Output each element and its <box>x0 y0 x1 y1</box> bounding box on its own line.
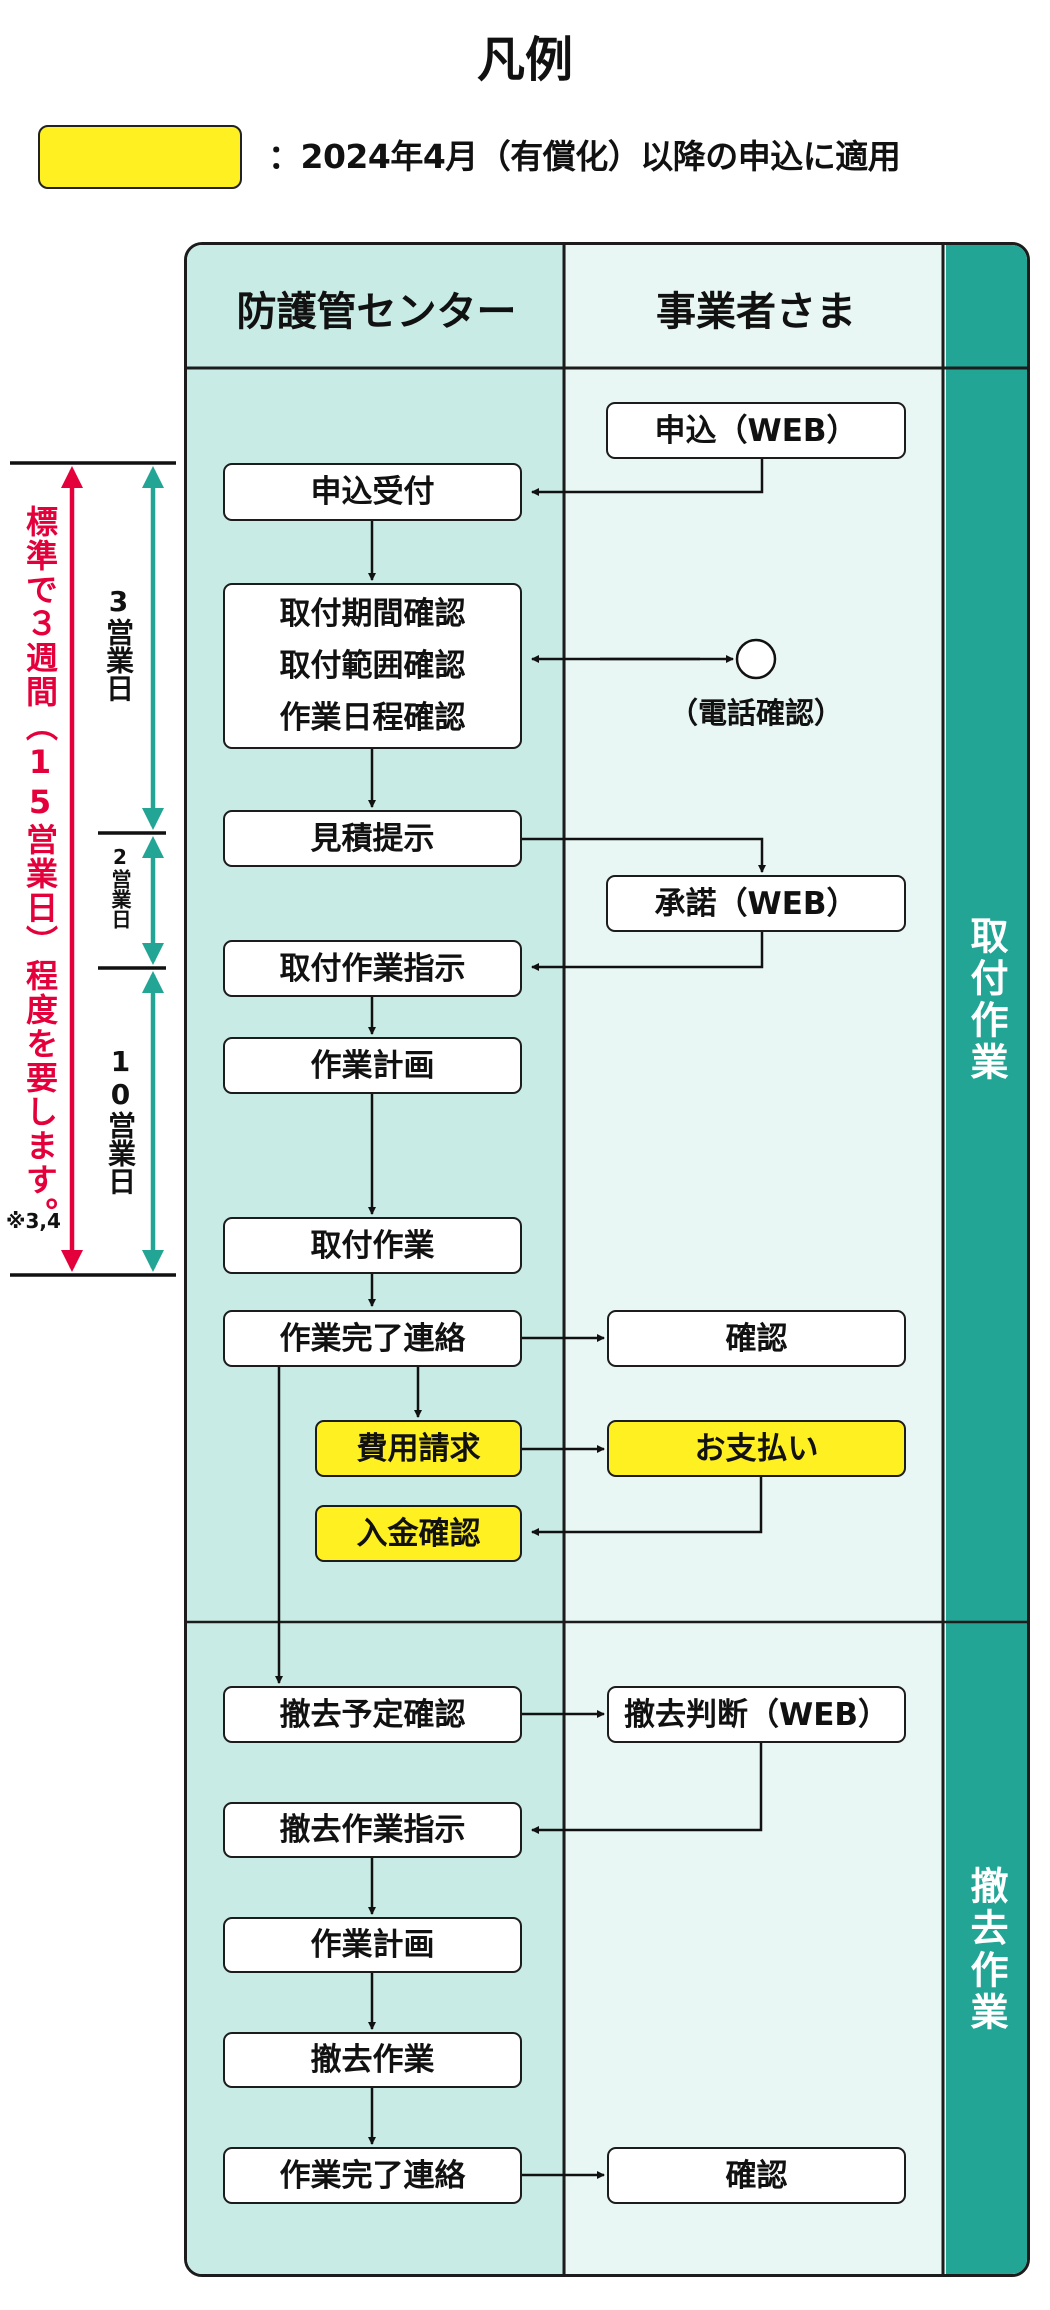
phone-confirm-circle <box>735 638 777 680</box>
duration-total-note: ※3,4 <box>6 1209 61 1233</box>
step-removal-work: 撤去作業 <box>223 2032 522 2088</box>
duration-total-label: 標準で３週間（15営業日）程度を要します。 <box>21 505 59 1231</box>
connector-accept-to-order <box>531 932 764 971</box>
column-header-business: 事業者さま <box>656 289 856 335</box>
legend-yellow-swatch <box>38 125 242 189</box>
step-removal-schedule-confirm: 撤去予定確認 <box>223 1686 522 1743</box>
step-removal-completion-notice: 作業完了連絡 <box>223 2147 522 2204</box>
step-business-confirm: 確認 <box>607 1310 906 1367</box>
step-payment-confirm: 入金確認 <box>315 1505 522 1562</box>
step-install-work: 取付作業 <box>223 1217 522 1274</box>
business-column-bg <box>566 245 946 2274</box>
step-completion-notice: 作業完了連絡 <box>223 1310 522 1367</box>
duration-segment2-label: 2営業日 <box>108 845 132 929</box>
step-estimate: 見積提示 <box>223 810 522 867</box>
step-removal-work-plan: 作業計画 <box>223 1917 522 1973</box>
step-removal-business-confirm: 確認 <box>607 2147 906 2204</box>
step-removal-decision-web: 撤去判断（WEB） <box>607 1686 906 1743</box>
legend-title: 凡例 <box>476 32 573 88</box>
duration-segment3-label: 10営業日 <box>104 1045 137 1195</box>
phase-label-install: 取付作業 <box>964 916 1008 1084</box>
step-work-plan: 作業計画 <box>223 1037 522 1094</box>
legend-description: ：2024年4月（有償化）以降の申込に適用 <box>268 137 901 176</box>
column-header-center: 防護管センター <box>236 289 517 335</box>
step-confirm-multi: 取付期間確認 取付範囲確認 作業日程確認 <box>223 583 522 749</box>
connector-apply-to-receive <box>531 458 764 496</box>
step-apply-web: 申込（WEB） <box>606 402 906 459</box>
duration-segment1-label: 3営業日 <box>102 585 135 702</box>
step-receive: 申込受付 <box>223 463 522 521</box>
connector-estimate-to-accept <box>522 837 766 873</box>
phase-column-bg <box>946 245 1027 2274</box>
step-removal-work-order: 撤去作業指示 <box>223 1802 522 1858</box>
connector-decision-to-order <box>531 1743 763 1834</box>
step-fee-request: 費用請求 <box>315 1420 522 1477</box>
step-work-order: 取付作業指示 <box>223 940 522 997</box>
connector-payment-to-payment-confirm <box>531 1477 763 1536</box>
step-accept-web: 承諾（WEB） <box>606 875 906 932</box>
phase-label-removal: 撤去作業 <box>964 1866 1008 2034</box>
phone-confirm-label: （電話確認） <box>668 696 843 730</box>
step-payment: お支払い <box>607 1420 906 1477</box>
